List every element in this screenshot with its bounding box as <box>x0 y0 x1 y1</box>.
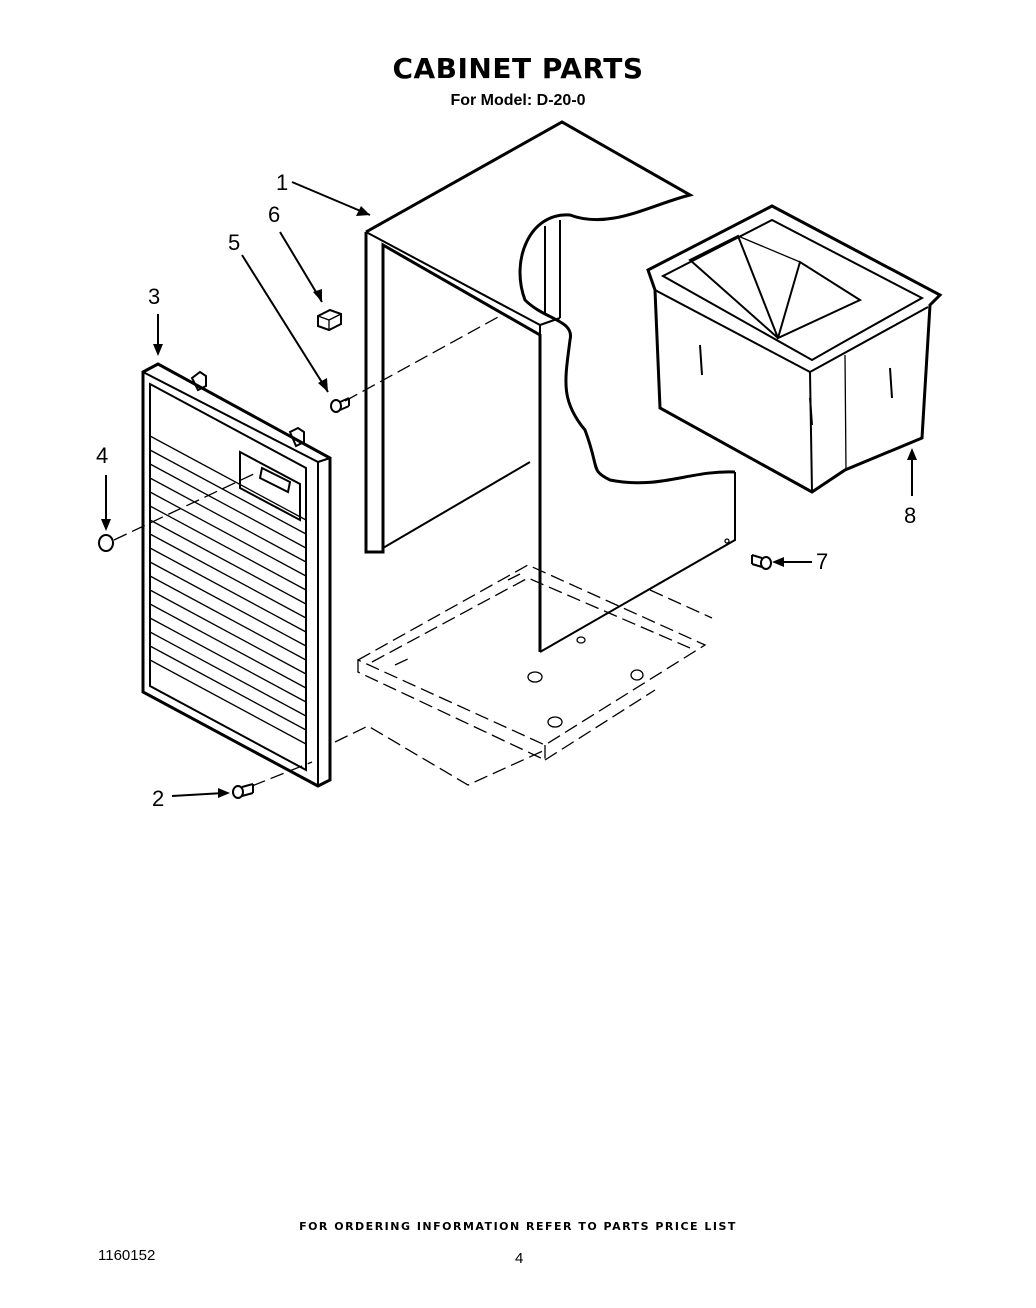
callout-1: 1 <box>276 170 288 195</box>
ordering-note: FOR ORDERING INFORMATION REFER TO PARTS … <box>299 1220 737 1233</box>
water-bucket <box>646 204 943 494</box>
front-grille <box>141 362 332 788</box>
callout-5: 5 <box>228 230 240 255</box>
page-number: 4 <box>515 1250 524 1267</box>
screw-5 <box>330 397 350 413</box>
alignment-lines <box>113 315 501 787</box>
plug-button <box>98 534 114 552</box>
screw-2 <box>232 783 254 799</box>
screw-7 <box>751 554 772 570</box>
callout-2: 2 <box>152 786 164 811</box>
callout-3: 3 <box>148 284 160 309</box>
base-pan <box>334 564 713 786</box>
model-subtitle: For Model: D-20-0 <box>450 92 586 109</box>
cabinet-shell <box>364 120 736 653</box>
document-number: 1160152 <box>98 1247 156 1264</box>
leader-lines <box>101 181 917 798</box>
page-title: CABINET PARTS <box>392 52 644 85</box>
callout-4: 4 <box>96 443 108 468</box>
callout-7: 7 <box>816 549 828 574</box>
small-parts <box>98 308 772 799</box>
callout-6: 6 <box>268 202 280 227</box>
callout-8: 8 <box>904 503 916 528</box>
